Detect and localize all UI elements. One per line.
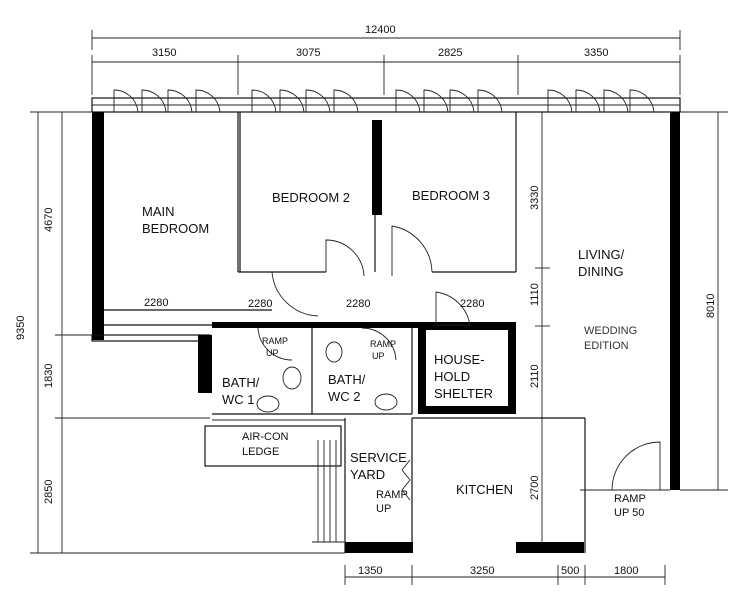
exterior-walls <box>91 112 680 553</box>
left-dimension-lines <box>30 111 345 554</box>
label-aircon-2: LEDGE <box>242 446 279 458</box>
label-living-faint-2: EDITION <box>584 340 629 352</box>
dim-top-4: 3350 <box>584 47 608 59</box>
label-ramp-bath2-1: RAMP <box>370 339 396 349</box>
dim-living-upper: 3330 <box>529 186 541 210</box>
bathroom-fixtures <box>256 341 398 413</box>
dim-overall-width: 12400 <box>365 24 396 36</box>
dim-inner-bed3: 2280 <box>346 298 370 310</box>
dim-kitchen-height: 2700 <box>529 476 541 500</box>
dim-left-outer: 9350 <box>15 316 27 340</box>
dim-inner-bed3b: 2280 <box>460 298 484 310</box>
dim-right-outer: 8010 <box>705 294 717 318</box>
dim-top-3: 2825 <box>438 47 462 59</box>
label-bedroom-2: BEDROOM 2 <box>272 190 350 205</box>
dim-living-lower: 2110 <box>529 364 541 388</box>
label-service-1: SERVICE <box>350 450 407 465</box>
dim-bottom-4: 1800 <box>614 565 638 577</box>
label-ramp-service-2: UP <box>376 503 391 515</box>
dim-top-1: 3150 <box>152 47 176 59</box>
window-casements <box>113 89 655 113</box>
dim-bottom-3: 500 <box>561 565 579 577</box>
dim-left-main-bedroom: 4670 <box>43 208 55 232</box>
label-living-1: LIVING/ <box>578 247 625 262</box>
dim-living-mid: 1110 <box>529 283 541 306</box>
label-bath1-1: BATH/ <box>222 375 260 390</box>
label-bath2-1: BATH/ <box>328 372 366 387</box>
dim-bottom-1: 1350 <box>358 565 382 577</box>
bottom-dimension-lines <box>344 565 666 585</box>
dim-left-bath: 1830 <box>43 364 55 388</box>
interior-walls <box>104 112 670 553</box>
dim-top-2: 3075 <box>296 47 320 59</box>
label-ramp-bath2-2: UP <box>372 351 385 361</box>
label-ramp-bath1-1: RAMP <box>262 336 288 346</box>
label-household-1: HOUSE- <box>434 352 485 367</box>
dim-bottom-2: 3250 <box>470 565 494 577</box>
label-service-2: YARD <box>350 467 385 482</box>
label-bath2-2: WC 2 <box>328 389 361 404</box>
label-living-2: DINING <box>578 264 624 279</box>
label-main-bedroom-2: BEDROOM <box>142 221 209 236</box>
service-yard-steps <box>312 440 345 543</box>
label-ramp-entry-2: UP 50 <box>614 507 644 519</box>
label-ramp-service-1: RAMP <box>376 489 408 501</box>
label-bedroom-3: BEDROOM 3 <box>412 188 490 203</box>
label-ramp-bath1-2: UP <box>266 348 279 358</box>
label-main-bedroom-1: MAIN <box>142 204 175 219</box>
dim-inner-main: 2280 <box>144 297 168 309</box>
label-bath1-2: WC 1 <box>222 392 255 407</box>
label-household-2: HOLD <box>434 369 470 384</box>
label-household-3: SHELTER <box>434 386 493 401</box>
window-strip <box>91 97 681 113</box>
label-kitchen: KITCHEN <box>456 482 513 497</box>
label-aircon-1: AIR-CON <box>242 431 289 443</box>
dim-left-service: 2850 <box>43 480 55 504</box>
top-dimension-lines <box>91 30 681 95</box>
label-living-faint-1: WEDDING <box>584 325 637 337</box>
dim-inner-bed2: 2280 <box>248 298 272 310</box>
label-ramp-entry-1: RAMP <box>614 493 646 505</box>
door-swings <box>257 225 661 501</box>
